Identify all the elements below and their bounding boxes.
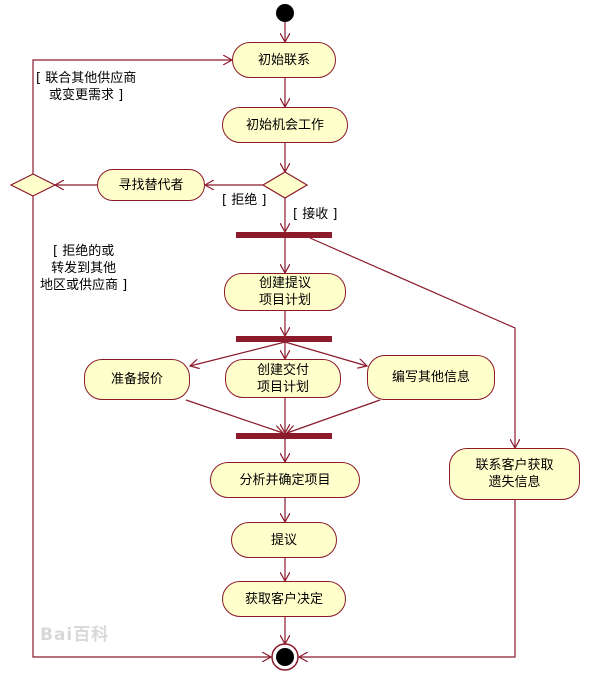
node-initial-contact: 初始联系 — [232, 42, 336, 78]
final-node-core — [276, 648, 294, 666]
node-get-decision: 获取客户决定 — [222, 581, 346, 617]
node-contact-customer: 联系客户获取 遗失信息 — [449, 448, 580, 500]
guard-rejected-or-transfer: [ 拒绝的或 转发到其他 地区或供应商 ] — [40, 244, 128, 293]
watermark: Bai百科 — [40, 625, 110, 645]
edge-fork2-to-quote — [190, 341, 286, 366]
final-node — [271, 643, 299, 671]
node-prepare-quote: 准备报价 — [84, 359, 190, 400]
fork-bar-1 — [236, 232, 332, 238]
edge-fork-to-customer — [309, 237, 515, 448]
guard-other-supplier: [ 联合其他供应商 或变更需求 ] — [36, 71, 137, 103]
node-create-delivery: 创建交付 项目计划 — [225, 359, 341, 398]
edge-customer-to-end — [299, 500, 516, 657]
guard-accept: [ 接收 ] — [293, 207, 338, 222]
edge-quote-to-join — [185, 399, 283, 433]
fork-bar-2 — [236, 336, 332, 342]
merge-diamond — [9, 173, 57, 197]
edge-merge-to-end — [32, 196, 271, 657]
initial-node — [276, 4, 294, 22]
node-find-alternative: 寻找替代者 — [97, 169, 205, 201]
guard-reject: [ 拒绝 ] — [222, 193, 267, 208]
node-initial-work: 初始机会工作 — [222, 107, 348, 143]
node-analyze-project: 分析并确定项目 — [210, 462, 360, 498]
decision-diamond — [261, 171, 309, 199]
node-create-proposal: 创建提议 项目计划 — [224, 273, 346, 311]
edge-merge-to-contact — [32, 60, 232, 174]
join-bar — [236, 433, 332, 439]
edge-fork2-to-other — [284, 341, 367, 366]
node-proposal: 提议 — [231, 522, 337, 558]
edge-other-to-join — [287, 399, 381, 433]
node-write-other-info: 编写其他信息 — [367, 355, 495, 400]
